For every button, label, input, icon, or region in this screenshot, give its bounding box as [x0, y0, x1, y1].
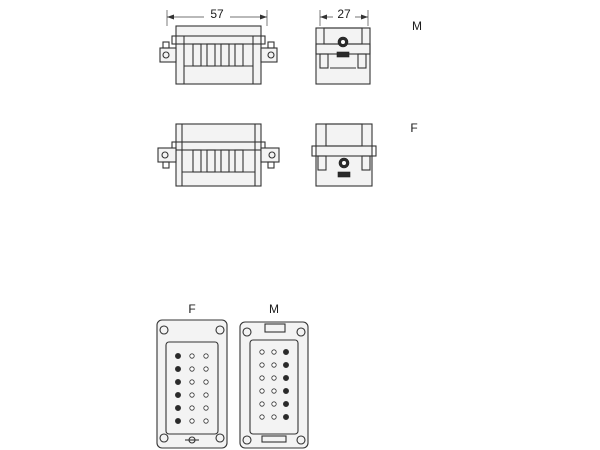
contact-pin	[271, 414, 277, 420]
contact-pin	[259, 362, 265, 368]
contact-pin	[203, 392, 209, 398]
face-label-male: M	[269, 302, 279, 316]
contact-pin	[203, 353, 209, 359]
contact-pin	[174, 378, 181, 385]
depth-label: 27	[337, 7, 351, 21]
ground-symbol-icon	[185, 436, 199, 444]
width-dimension: 57	[166, 7, 268, 26]
contact-pin	[174, 352, 181, 359]
variant-label-female: F	[410, 121, 417, 135]
contact-pin	[174, 391, 181, 398]
contact-pin	[271, 388, 277, 394]
contact-pin	[282, 361, 289, 368]
contact-pin	[189, 392, 195, 398]
contact-pin	[282, 387, 289, 394]
variant-label-male: M	[412, 19, 422, 33]
contact-pin	[259, 388, 265, 394]
contact-pin	[189, 418, 195, 424]
contact-pin	[203, 366, 209, 372]
contact-pin	[259, 375, 265, 381]
contact-pin	[174, 365, 181, 372]
male-side-view	[159, 25, 278, 85]
contact-pin	[259, 414, 265, 420]
female-contact-grid	[174, 352, 209, 424]
contact-pin	[282, 413, 289, 420]
contact-pin	[189, 353, 195, 359]
contact-pin	[282, 400, 289, 407]
face-label-female: F	[188, 302, 195, 316]
contact-pin	[189, 379, 195, 385]
male-face-view	[239, 321, 309, 449]
contact-pin	[271, 362, 277, 368]
contact-pin	[174, 404, 181, 411]
contact-pin	[259, 401, 265, 407]
contact-pin	[271, 401, 277, 407]
contact-pin	[189, 405, 195, 411]
female-end-view	[311, 123, 377, 187]
contact-pin	[271, 375, 277, 381]
contact-pin	[259, 349, 265, 355]
contact-pin	[282, 348, 289, 355]
male-end-view	[315, 27, 371, 85]
contact-pin	[203, 405, 209, 411]
contact-pin	[174, 417, 181, 424]
male-contact-grid	[259, 348, 289, 420]
width-label: 57	[210, 7, 224, 21]
depth-dimension: 27	[319, 7, 369, 26]
contact-pin	[189, 366, 195, 372]
contact-pin	[203, 418, 209, 424]
contact-pin	[282, 374, 289, 381]
contact-pin	[203, 379, 209, 385]
female-face-view	[156, 319, 228, 449]
female-side-view	[157, 123, 280, 187]
contact-pin	[271, 349, 277, 355]
